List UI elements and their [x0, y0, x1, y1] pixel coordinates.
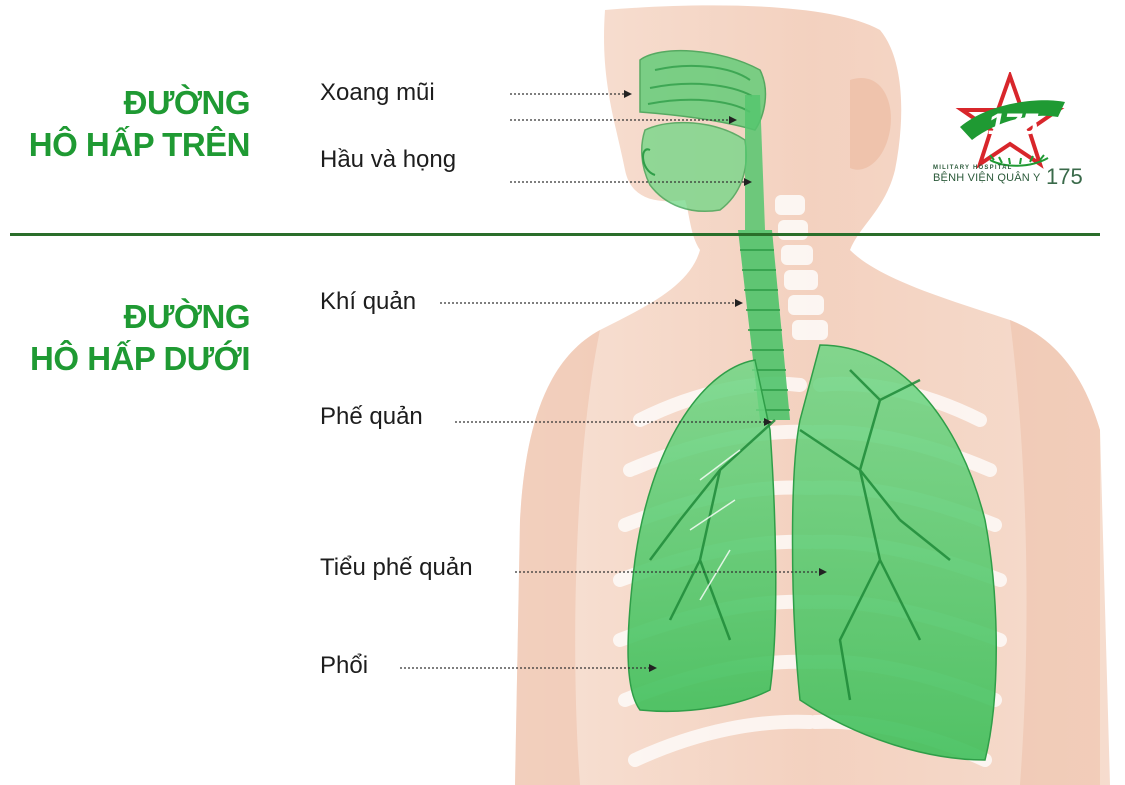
- logo-military-text: MILITARY HOSPITAL: [933, 165, 1013, 171]
- star-emblem-icon: 175: [960, 76, 1065, 166]
- label-bronchioles: Tiểu phế quản: [320, 553, 473, 583]
- logo-number: 175: [1046, 164, 1083, 190]
- label-pharynx: Hầu và họng: [320, 145, 456, 175]
- lower-title-line2: HÔ HẤP DƯỚI: [30, 338, 250, 380]
- label-lungs: Phổi: [320, 651, 368, 681]
- logo-emblem-text: 175: [988, 108, 1039, 141]
- label-trachea: Khí quản: [320, 287, 416, 317]
- upper-title-line2: HÔ HẤP TRÊN: [29, 124, 250, 166]
- label-sinus: Xoang mũi: [320, 78, 435, 108]
- lower-title-line1: ĐƯỜNG: [30, 296, 250, 338]
- upper-title-line1: ĐƯỜNG: [29, 82, 250, 124]
- logo-hospital-name: BỆNH VIỆN QUÂN Y: [933, 172, 1041, 184]
- upper-respiratory-title: ĐƯỜNG HÔ HẤP TRÊN: [29, 82, 250, 166]
- lower-respiratory-title: ĐƯỜNG HÔ HẤP DƯỚI: [30, 296, 250, 380]
- section-divider: [10, 233, 1100, 236]
- label-bronchi: Phế quản: [320, 402, 423, 432]
- upper-airway: [640, 51, 765, 230]
